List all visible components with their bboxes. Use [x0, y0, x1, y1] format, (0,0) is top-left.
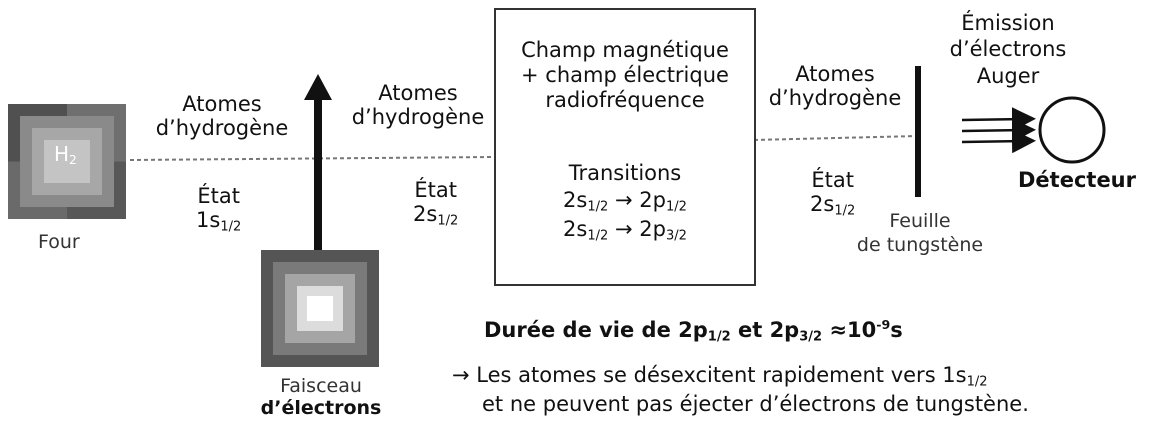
electron-gun [261, 250, 379, 367]
segment2-state: État 2s1/2 [413, 178, 459, 229]
electron-beam-arrow-head [304, 74, 332, 100]
transition-1: 2s1/2 → 2p1/2 [563, 188, 687, 215]
auger-arrow-2 [961, 118, 1036, 143]
beam-path-line-1 [129, 156, 495, 161]
note-arrow: → [452, 363, 470, 387]
segment1-state: État 1s1/2 [196, 184, 242, 235]
field-box [494, 8, 756, 286]
note-text: → Les atomes se désexcitent rapidement v… [452, 363, 1029, 417]
beam-path-line-2 [753, 135, 919, 141]
auger-arrow-1 [961, 107, 1036, 132]
electron-beam-label: Faisceau d’électrons [260, 375, 382, 419]
field-box-title: Champ magnétique + champ électrique radi… [521, 38, 729, 113]
detector-label: Détecteur [1018, 168, 1136, 192]
transitions-block: Transitions 2s1/2 → 2p1/2 2s1/2 → 2p3/2 [496, 160, 754, 246]
lifetime-text: Durée de vie de 2p1/2 et 2p3/2 ≈10-9s [484, 317, 903, 345]
transitions-title: Transitions [568, 161, 682, 185]
oven-label: Four [38, 231, 80, 253]
transition-2: 2s1/2 → 2p3/2 [563, 217, 687, 244]
oven-symbol: H2 [54, 142, 77, 168]
auger-arrow-3 [961, 129, 1036, 154]
segment3-state: État 2s1/2 [810, 168, 856, 219]
oven: H2 [8, 104, 126, 219]
detector-circle [1038, 96, 1106, 164]
